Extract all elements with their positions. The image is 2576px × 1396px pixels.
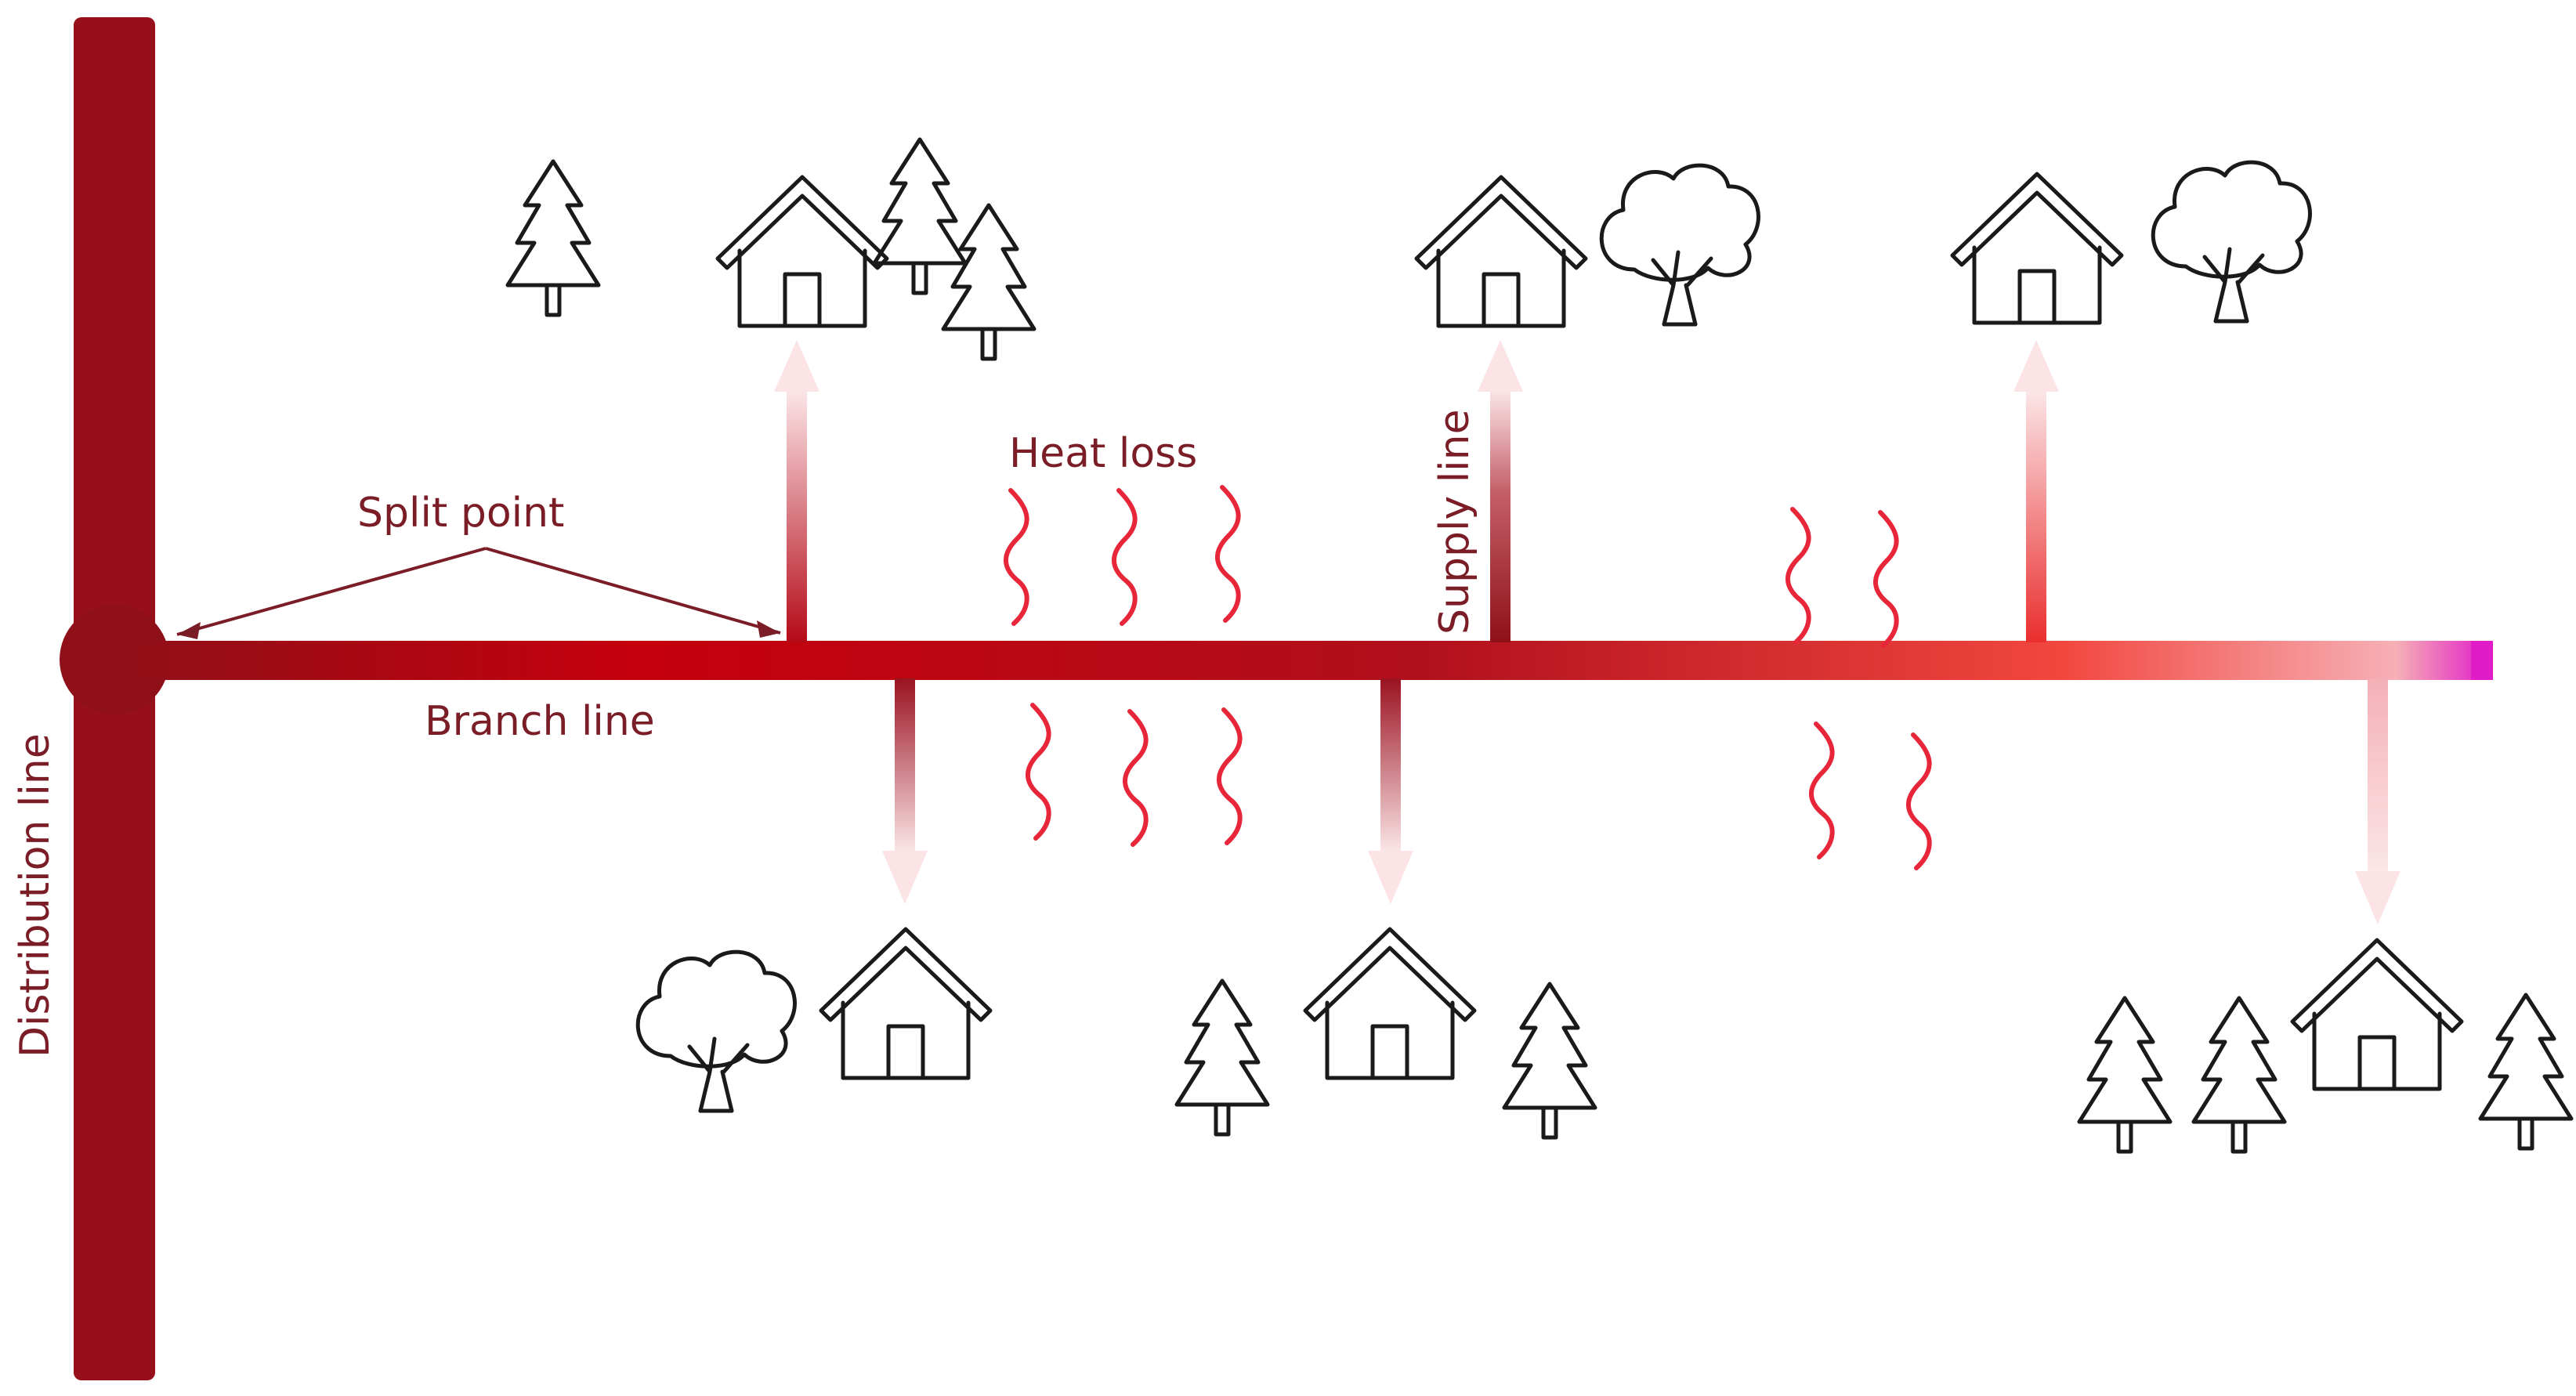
heat-wave-icon [1876,512,1897,646]
house-icon [2292,940,2462,1089]
heat-wave-icon [1125,711,1146,844]
deciduous-tree-icon [2153,162,2310,321]
heat-wave-icon [1788,509,1809,642]
supply-arrow-up-1 [774,340,819,642]
heat-wave-icon [1219,710,1240,843]
branch-line [114,641,2491,680]
pine-tree-icon [2079,998,2170,1152]
supply-arrow-down-3 [2355,678,2401,924]
heat-wave-icon [1908,735,1930,868]
heat-wave-icon [1217,487,1239,620]
branch-line-end-cap [2471,641,2493,680]
house-icon [718,177,887,326]
pine-tree-icon [943,205,1034,359]
supply-arrow-down-1 [882,678,928,904]
heat-wave-icon [1811,724,1833,857]
pine-tree-icon [1504,984,1595,1137]
heat-wave-icon [1114,490,1135,624]
house-icon [821,929,990,1078]
supply-arrow-up-2 [1478,340,1523,642]
pine-tree-icon [2194,998,2285,1152]
pine-tree-icon [874,139,965,293]
pine-tree-icon [508,161,599,315]
heat-wave-icon [1028,705,1049,838]
supply-arrow-down-2 [1368,678,1413,904]
heat-wave-icon [1006,490,1027,624]
distribution-line-label: Distribution line [12,733,59,1058]
pine-tree-icon [2480,995,2571,1148]
heat-loss-label: Heat loss [1009,430,1197,477]
house-icon [1952,174,2122,323]
pine-tree-icon [1177,981,1268,1134]
deciduous-tree-icon [1601,165,1758,324]
supply-arrow-up-3 [2013,340,2059,642]
split-point-label: Split point [357,490,564,537]
supply-line-label: Supply line [1431,409,1478,635]
deciduous-tree-icon [638,952,794,1111]
branch-line-label: Branch line [425,698,655,745]
split-point-callout [176,547,781,639]
house-icon [1416,177,1586,326]
house-icon [1305,929,1474,1078]
